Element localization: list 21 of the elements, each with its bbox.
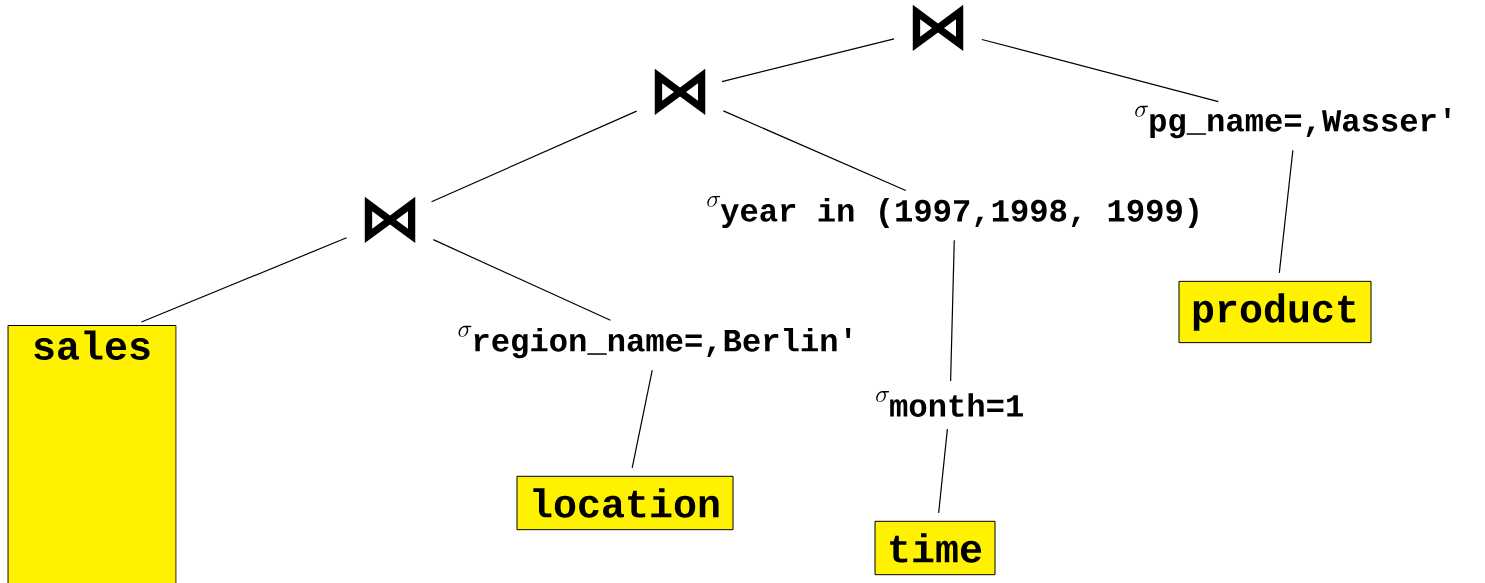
selection-formula: $\sigma_{\texttt{\textbf{region\_name=,Berlin'}}}$ bbox=[458, 325, 851, 359]
tree-edge bbox=[631, 369, 653, 469]
tree-edge bbox=[432, 239, 611, 321]
selection-formula: $\sigma_{\texttt{\textbf{pg\_name=,Wasser'}}}$ bbox=[1135, 105, 1450, 139]
table-box: time bbox=[874, 520, 996, 576]
tree-edge bbox=[721, 38, 895, 83]
tree-edge bbox=[1278, 149, 1294, 274]
join-symbol: ⋈ bbox=[654, 68, 706, 116]
table-box: location bbox=[516, 475, 734, 531]
selection-formula: $\sigma_{\texttt{\textbf{month=1}}}$ bbox=[876, 391, 1023, 417]
join-symbol: ⋈ bbox=[912, 4, 964, 52]
join-symbol: ⋈ bbox=[364, 196, 416, 244]
tree-edge bbox=[938, 428, 948, 514]
tree-edge bbox=[722, 110, 907, 192]
table-box: sales bbox=[7, 325, 177, 583]
table-box: product bbox=[1178, 280, 1372, 344]
tree-edge bbox=[140, 237, 348, 323]
tree-edge bbox=[430, 110, 638, 203]
tree-edge bbox=[981, 38, 1219, 103]
tree-edge bbox=[950, 239, 955, 382]
selection-formula: $\sigma_{\texttt{\textbf{year in (1997,1998, 1999)}}}$ bbox=[707, 195, 1198, 229]
